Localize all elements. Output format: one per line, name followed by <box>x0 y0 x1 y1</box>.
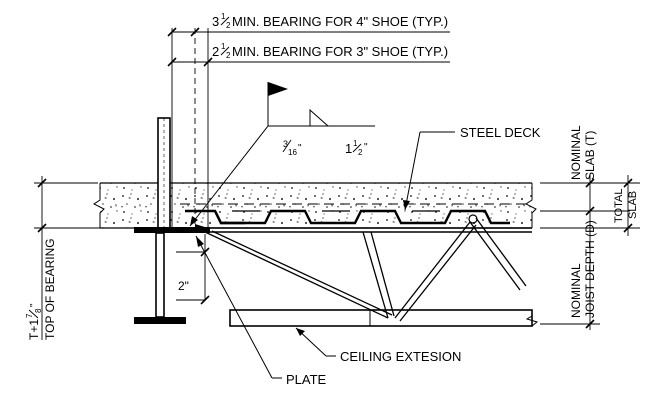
ceiling-extension <box>229 309 539 327</box>
steel-deck-callout: STEEL DECK <box>403 125 541 211</box>
bearing-3in-shoe-label: 2 1 2 MIN. BEARING FOR 3" SHOE (TYP.) <box>212 42 448 60</box>
ceiling-callout: CEILING EXTESION <box>295 327 461 364</box>
total-slab-label: TOTAL SLAB <box>613 189 639 223</box>
nominal-slab-line1: NOMINAL <box>569 125 583 180</box>
two-inch-dimension: 2" <box>176 234 210 305</box>
weld-length-whole: 1 <box>345 141 352 156</box>
bearing4-whole: 3 <box>212 14 219 29</box>
tob-line2: TOP OF BEARING <box>43 238 57 340</box>
tob-prefix: T+1 <box>27 319 41 340</box>
bearing-dimensions <box>167 27 450 228</box>
tob-den: 8 <box>34 308 43 313</box>
total-slab-line1: TOTAL <box>613 189 625 223</box>
nominal-slab-line2: SLAB (T) <box>583 131 597 180</box>
bearing4-half-num: 1 <box>221 12 226 21</box>
weld-size-den: 16 <box>288 148 297 157</box>
bearing3-whole: 2 <box>212 44 219 59</box>
plate-label: PLATE <box>286 372 327 387</box>
bearing3-half-num: 1 <box>221 42 226 51</box>
ceiling-extension-label: CEILING EXTESION <box>340 349 461 364</box>
total-slab-line2: SLAB <box>627 191 639 219</box>
bearing3-half-den: 2 <box>226 51 231 60</box>
weld-length-num: 1 <box>353 139 358 148</box>
nominal-slab-label: NOMINAL SLAB (T) <box>569 125 597 180</box>
left-dimension <box>34 176 130 340</box>
steel-deck <box>180 203 532 225</box>
weld-length-unit: " <box>364 142 368 153</box>
field-weld-flag-icon <box>268 82 288 96</box>
nominal-joist-line1: NOMINAL <box>569 263 583 318</box>
two-inch-label: 2" <box>178 279 189 293</box>
tob-num: 7 <box>25 313 34 318</box>
weld-length-den: 2 <box>358 148 363 157</box>
weld-symbol: 3 16 " 1 1 2 " <box>189 82 375 227</box>
weld-size-num: 3 <box>283 139 288 149</box>
nominal-joist-label: NOMINAL JOIST DEPTH (D) <box>569 220 597 318</box>
bearing-4in-shoe-label: 3 1 2 MIN. BEARING FOR 4" SHOE (TYP.) <box>212 12 448 30</box>
steel-joist <box>182 214 532 322</box>
bearing-support <box>134 117 210 324</box>
bearing4-half-den: 2 <box>226 21 231 30</box>
plate-callout: PLATE <box>195 235 327 387</box>
nominal-joist-line2: JOIST DEPTH (D) <box>583 220 597 318</box>
steel-deck-label: STEEL DECK <box>460 125 541 140</box>
bearing4-label: MIN. BEARING FOR 4" SHOE (TYP.) <box>232 14 448 29</box>
top-of-bearing-label: T+1 7 8 " TOP OF BEARING <box>25 238 57 340</box>
right-dimensions <box>540 175 640 330</box>
weld-size-unit: " <box>298 143 302 154</box>
bearing3-label: MIN. BEARING FOR 3" SHOE (TYP.) <box>232 44 448 59</box>
tob-unit: " <box>29 303 40 307</box>
